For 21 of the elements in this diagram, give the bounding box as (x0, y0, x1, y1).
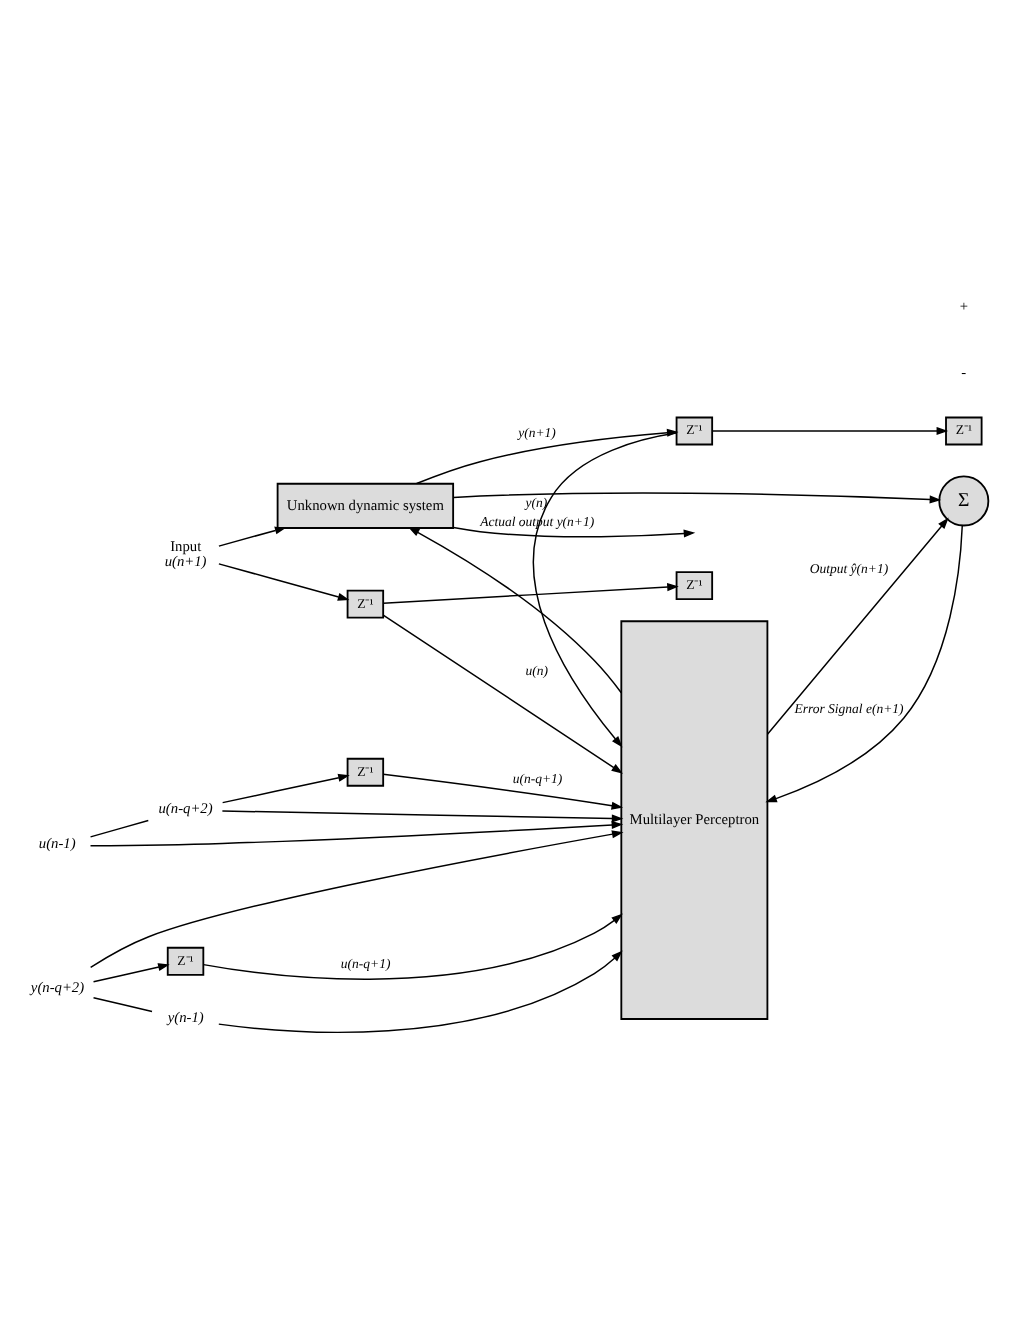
arrow (711, 426, 949, 436)
arrow (221, 810, 624, 823)
arrow (202, 913, 623, 980)
connector (89, 819, 150, 838)
arrow (218, 526, 287, 547)
arrow (89, 830, 624, 969)
arrow (766, 517, 949, 735)
arrow (218, 950, 623, 1033)
arrow (382, 583, 679, 604)
arrow (452, 492, 942, 504)
arrow (765, 525, 963, 803)
arrow (408, 527, 622, 694)
arrow (382, 773, 624, 810)
arrow (89, 820, 624, 847)
arrow (532, 432, 677, 748)
arrow (218, 563, 350, 601)
arrow (221, 773, 350, 804)
connector (92, 997, 153, 1013)
arrow (382, 614, 623, 774)
arrow (452, 526, 696, 538)
arrow (92, 963, 170, 983)
